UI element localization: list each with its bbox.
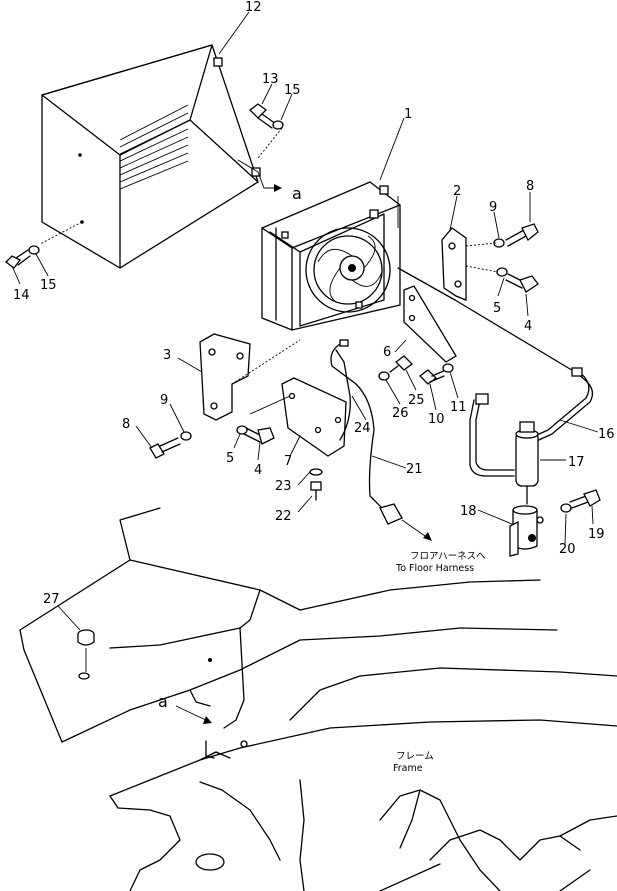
- callout-22: 22: [275, 509, 292, 524]
- cap-27: [77, 629, 95, 680]
- washer-5-right: [496, 267, 508, 277]
- bracket-18: [509, 505, 544, 557]
- bolt-25: [389, 355, 413, 373]
- leader-lines: [11, 11, 599, 631]
- bolt-8-left: [149, 437, 181, 459]
- cover-louvres: [119, 104, 189, 190]
- callout-2: 2: [453, 184, 461, 199]
- bracket-2: [441, 227, 467, 301]
- body-outline: [19, 507, 617, 743]
- callout-1: 1: [404, 107, 412, 122]
- callout-13: 13: [262, 72, 279, 87]
- callout-9-left: 9: [160, 393, 168, 408]
- callout-27: 27: [43, 592, 60, 607]
- callout-5-left: 5: [226, 451, 234, 466]
- harness-21: [330, 339, 432, 541]
- frame: [109, 719, 617, 891]
- bracket-7: [281, 377, 347, 457]
- callout-16: 16: [598, 427, 615, 442]
- bolt-8-right: [505, 223, 539, 247]
- callout-12: 12: [245, 0, 262, 15]
- callout-21: 21: [406, 462, 423, 477]
- floor-harness-note-jp: フロアハーネスへ: [410, 551, 486, 562]
- callout-3: 3: [163, 348, 171, 363]
- callout-8: 8: [526, 179, 534, 194]
- callout-5: 5: [493, 301, 501, 316]
- bracket-6: [403, 285, 457, 363]
- bolt-14: [5, 249, 31, 269]
- callout-17: 17: [568, 455, 585, 470]
- callout-19: 19: [588, 527, 605, 542]
- washer-5-left: [236, 425, 248, 435]
- callout-10: 10: [428, 412, 445, 427]
- callout-9: 9: [489, 200, 497, 215]
- view-marker-lower: a: [158, 692, 168, 711]
- washer-11: [442, 363, 454, 373]
- callout-23: 23: [275, 479, 292, 494]
- callout-26: 26: [392, 406, 409, 421]
- receiver-drier-17: [515, 421, 539, 505]
- condenser-fan-unit: [261, 181, 401, 331]
- callout-4: 4: [524, 319, 532, 334]
- washer-15-upper: [272, 120, 284, 130]
- washer-20: [560, 503, 572, 513]
- bolt-10: [419, 369, 447, 385]
- callout-labels: 1 2 3 4 4 5 5 6 7 8 8 9 9 10 11 12 13 14…: [13, 0, 615, 774]
- bolt-19: [569, 489, 601, 509]
- bolt-4-left: [243, 427, 275, 445]
- callout-25: 25: [408, 393, 425, 408]
- bolt-13: [249, 103, 277, 129]
- callout-18: 18: [460, 504, 477, 519]
- callout-6: 6: [383, 345, 391, 360]
- view-marker-upper: a: [292, 184, 302, 203]
- washer-9-left: [180, 431, 192, 441]
- callout-11: 11: [450, 400, 467, 415]
- callout-15-lower: 15: [40, 278, 57, 293]
- washer-26: [378, 371, 390, 381]
- callout-14: 14: [13, 288, 30, 303]
- frame-note-jp: フレーム: [396, 751, 434, 762]
- callout-24: 24: [354, 421, 371, 436]
- floor-harness-note-en: To Floor Harness: [395, 563, 474, 574]
- callout-4-left: 4: [254, 463, 262, 478]
- callout-20: 20: [559, 542, 576, 557]
- cover-assembly: [39, 44, 282, 269]
- bolt-22: [310, 481, 322, 501]
- hose-16: [397, 267, 594, 445]
- washer-15-lower: [28, 245, 40, 255]
- washer-23: [309, 468, 323, 476]
- frame-note-en: Frame: [393, 763, 423, 774]
- callout-15: 15: [284, 83, 301, 98]
- callout-7: 7: [284, 454, 292, 469]
- pipe-to-receiver: [469, 393, 515, 477]
- callout-8-left: 8: [122, 417, 130, 432]
- bolt-4-right: [505, 273, 539, 293]
